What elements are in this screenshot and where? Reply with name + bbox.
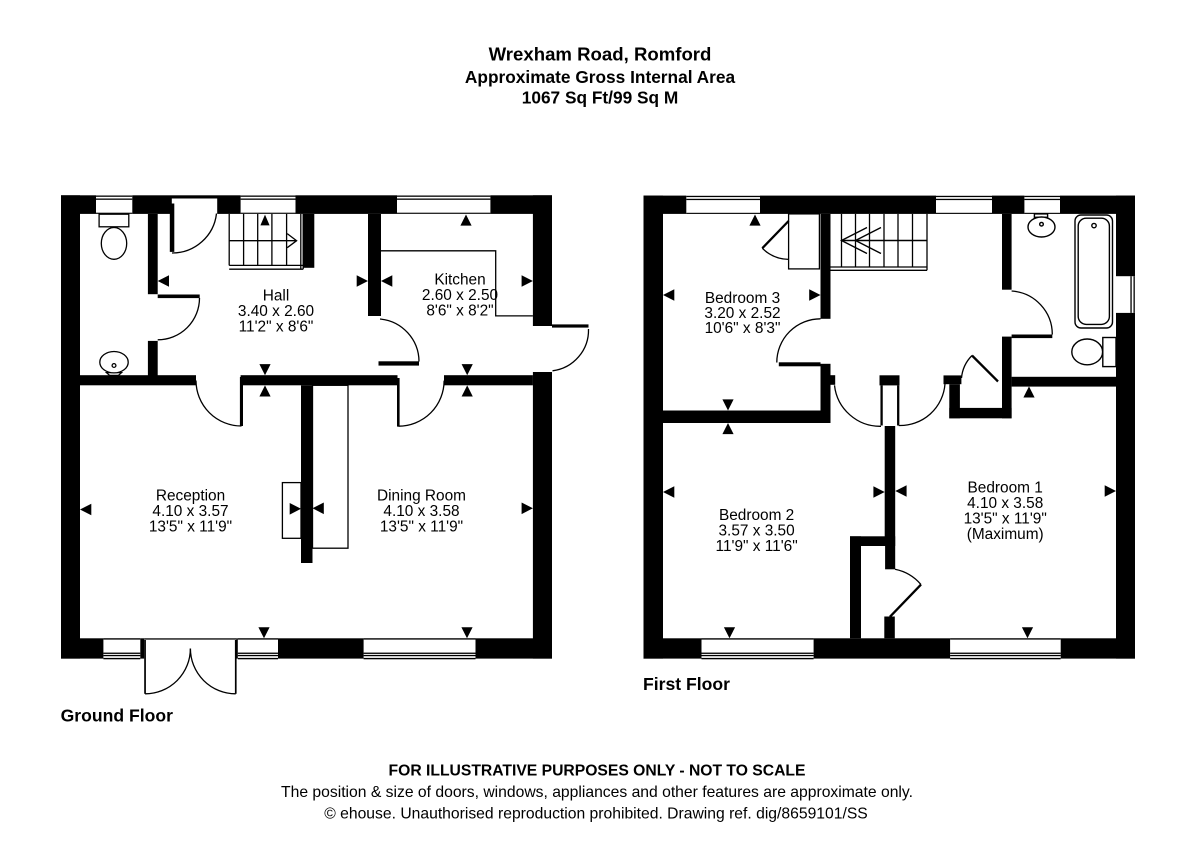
svg-text:4.10 x 3.58: 4.10 x 3.58 bbox=[383, 503, 459, 520]
svg-text:13'5" x 11'9": 13'5" x 11'9" bbox=[964, 510, 1047, 527]
svg-text:10'6" x 8'3": 10'6" x 8'3" bbox=[705, 320, 781, 337]
svg-text:4.10 x 3.58: 4.10 x 3.58 bbox=[967, 495, 1043, 512]
svg-text:8'6" x 8'2": 8'6" x 8'2" bbox=[426, 303, 493, 320]
svg-text:FOR ILLUSTRATIVE PURPOSES ONLY: FOR ILLUSTRATIVE PURPOSES ONLY - NOT TO … bbox=[389, 763, 806, 780]
svg-text:Bedroom 3: Bedroom 3 bbox=[705, 290, 780, 307]
svg-text:13'5" x 11'9": 13'5" x 11'9" bbox=[149, 519, 232, 536]
svg-text:First Floor: First Floor bbox=[643, 674, 730, 694]
svg-text:3.40 x 2.60: 3.40 x 2.60 bbox=[238, 303, 314, 320]
svg-text:Bedroom 1: Bedroom 1 bbox=[968, 480, 1043, 497]
svg-text:Hall: Hall bbox=[263, 288, 290, 305]
svg-text:(Maximum): (Maximum) bbox=[967, 526, 1044, 543]
svg-text:4.10 x 3.57: 4.10 x 3.57 bbox=[152, 503, 228, 520]
svg-text:Dining Room: Dining Room bbox=[377, 487, 466, 504]
svg-text:Approximate Gross Internal Are: Approximate Gross Internal Area bbox=[465, 67, 736, 87]
svg-text:1067 Sq Ft/99 Sq M: 1067 Sq Ft/99 Sq M bbox=[522, 87, 679, 107]
svg-text:© ehouse. Unauthorised reprodu: © ehouse. Unauthorised reproduction proh… bbox=[324, 806, 868, 823]
svg-text:11'2" x 8'6": 11'2" x 8'6" bbox=[239, 319, 314, 336]
svg-text:3.57 x 3.50: 3.57 x 3.50 bbox=[719, 522, 795, 539]
svg-text:2.60 x 2.50: 2.60 x 2.50 bbox=[422, 287, 498, 304]
svg-text:Bedroom 2: Bedroom 2 bbox=[719, 507, 794, 524]
svg-text:The position & size of doors,: The position & size of doors, windows, a… bbox=[281, 784, 913, 801]
svg-text:3.20 x 2.52: 3.20 x 2.52 bbox=[704, 305, 780, 322]
svg-text:Reception: Reception bbox=[156, 488, 225, 505]
svg-text:Wrexham Road, Romford: Wrexham Road, Romford bbox=[489, 43, 712, 64]
svg-text:13'5" x 11'9": 13'5" x 11'9" bbox=[380, 518, 463, 535]
svg-text:11'9" x 11'6": 11'9" x 11'6" bbox=[716, 538, 798, 555]
svg-text:Kitchen: Kitchen bbox=[434, 272, 485, 289]
svg-text:Ground Floor: Ground Floor bbox=[61, 706, 174, 726]
